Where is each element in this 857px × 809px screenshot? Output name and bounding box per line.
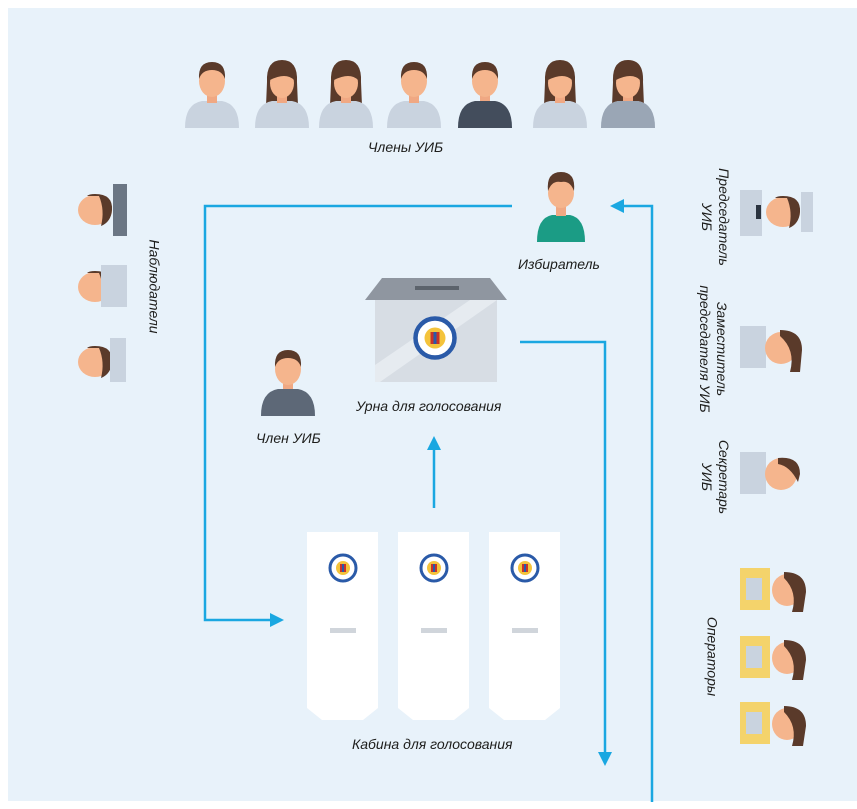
operator-2 (740, 636, 806, 680)
member-label: Член УИБ (256, 430, 321, 446)
deputy-icon (740, 326, 802, 372)
voter-icon (537, 172, 585, 242)
operator-1 (740, 568, 806, 612)
secretary-label: Секретарь УИБ (699, 439, 732, 515)
flow-arrows (203, 204, 654, 802)
member-person-4 (387, 62, 441, 128)
booth-2 (398, 532, 469, 720)
member-person-7 (601, 60, 655, 128)
booth-label: Кабина для голосования (352, 736, 513, 752)
ballot-box (365, 278, 507, 382)
member-person-1 (185, 62, 239, 128)
secretary-icon (740, 452, 800, 494)
voter-label: Избиратель (518, 256, 600, 272)
observers-label: Наблюдатели (146, 239, 163, 334)
member-person-2 (255, 60, 309, 128)
observer-1 (78, 184, 127, 236)
booth-3 (489, 532, 560, 720)
operator-3 (740, 702, 806, 746)
observer-3 (78, 338, 126, 382)
deputy-label: Заместитель председателя УИБ (697, 285, 730, 413)
member-person-6 (533, 60, 587, 128)
arrow-box-to-exit (520, 340, 607, 752)
voting-booths (307, 532, 560, 720)
arrow-voter-to-booth (203, 204, 512, 622)
booth-1 (307, 532, 378, 720)
observer-2 (78, 265, 127, 307)
member-man-icon (261, 350, 315, 416)
chairman-label: Председатель УИБ (699, 168, 732, 266)
chairman-icon (740, 190, 813, 236)
operators-label: Операторы (704, 616, 721, 697)
ballot-box-label: Урна для голосования (356, 398, 502, 414)
member-person-5 (458, 62, 512, 128)
members-label: Члены УИБ (368, 139, 444, 155)
arrow-entry-to-voter (622, 204, 654, 802)
member-person-3 (319, 60, 373, 128)
